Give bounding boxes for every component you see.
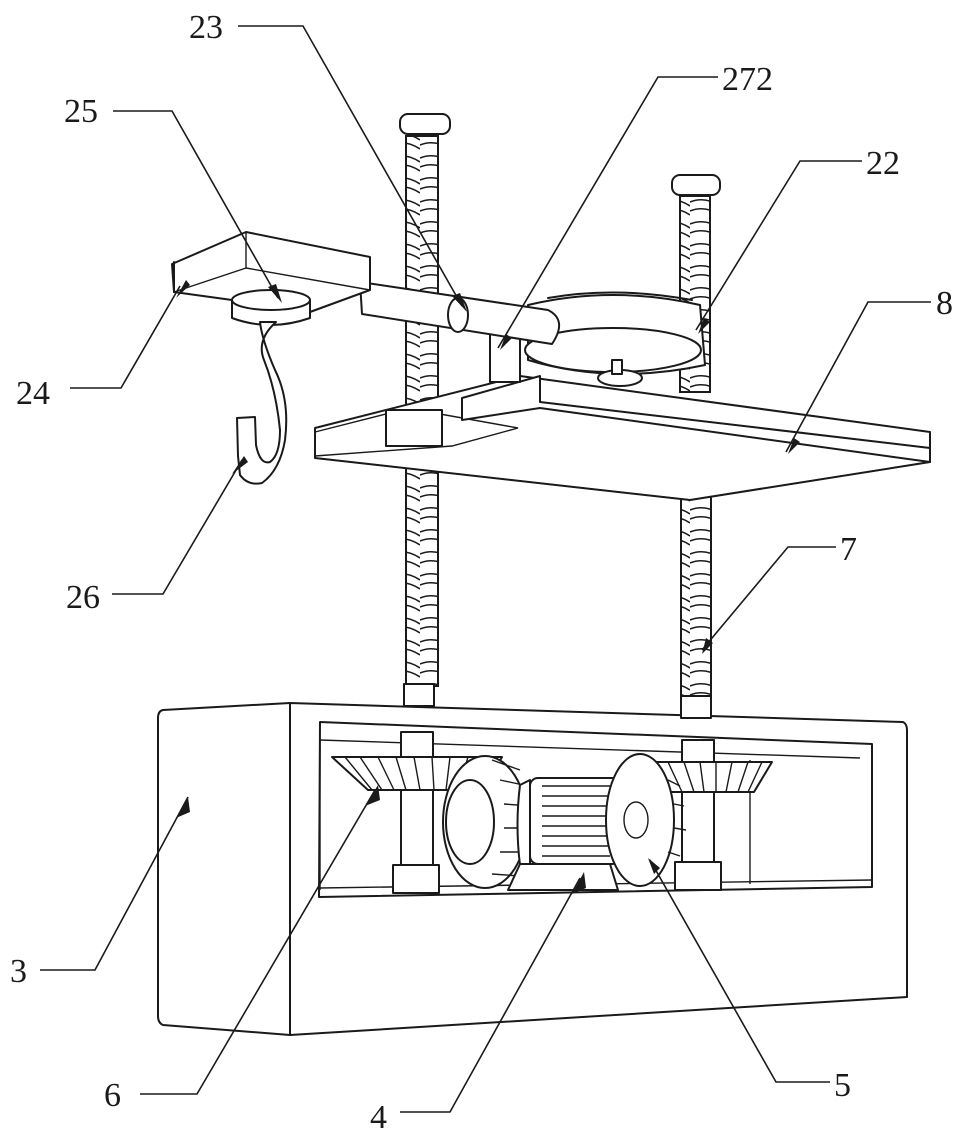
left-screw-rod xyxy=(399,113,451,707)
hook-mount xyxy=(231,289,311,326)
leaders xyxy=(40,25,931,1113)
right-gear-shaft xyxy=(681,739,715,873)
motor xyxy=(507,777,621,891)
label-24: 24 xyxy=(16,375,50,412)
label-25: 25 xyxy=(64,93,98,130)
right-shaft-base xyxy=(674,861,722,891)
label-4: 4 xyxy=(370,1099,387,1136)
hook-seat xyxy=(171,231,371,313)
gear-assembly xyxy=(331,731,773,894)
label-8: 8 xyxy=(936,285,953,322)
left-shaft-base xyxy=(392,864,440,894)
hook xyxy=(236,321,288,485)
driving-gear-disc xyxy=(605,753,687,887)
motor-base xyxy=(507,863,619,891)
label-7: 7 xyxy=(840,531,857,568)
lifting-platform xyxy=(314,375,931,501)
label-5: 5 xyxy=(834,1067,851,1104)
label-22: 22 xyxy=(866,145,900,182)
label-26: 26 xyxy=(66,579,100,616)
label-23: 23 xyxy=(189,9,223,46)
label-3: 3 xyxy=(10,953,27,990)
label-272: 272 xyxy=(722,61,773,98)
label-6: 6 xyxy=(104,1077,121,1114)
support-arm xyxy=(359,281,560,345)
rotary-disc-assembly xyxy=(489,291,706,387)
vertical-bevel-gear xyxy=(442,755,531,889)
part-labels: 23 25 272 22 8 24 26 7 3 6 4 5 xyxy=(10,9,953,1136)
left-gear-shaft xyxy=(400,731,434,873)
